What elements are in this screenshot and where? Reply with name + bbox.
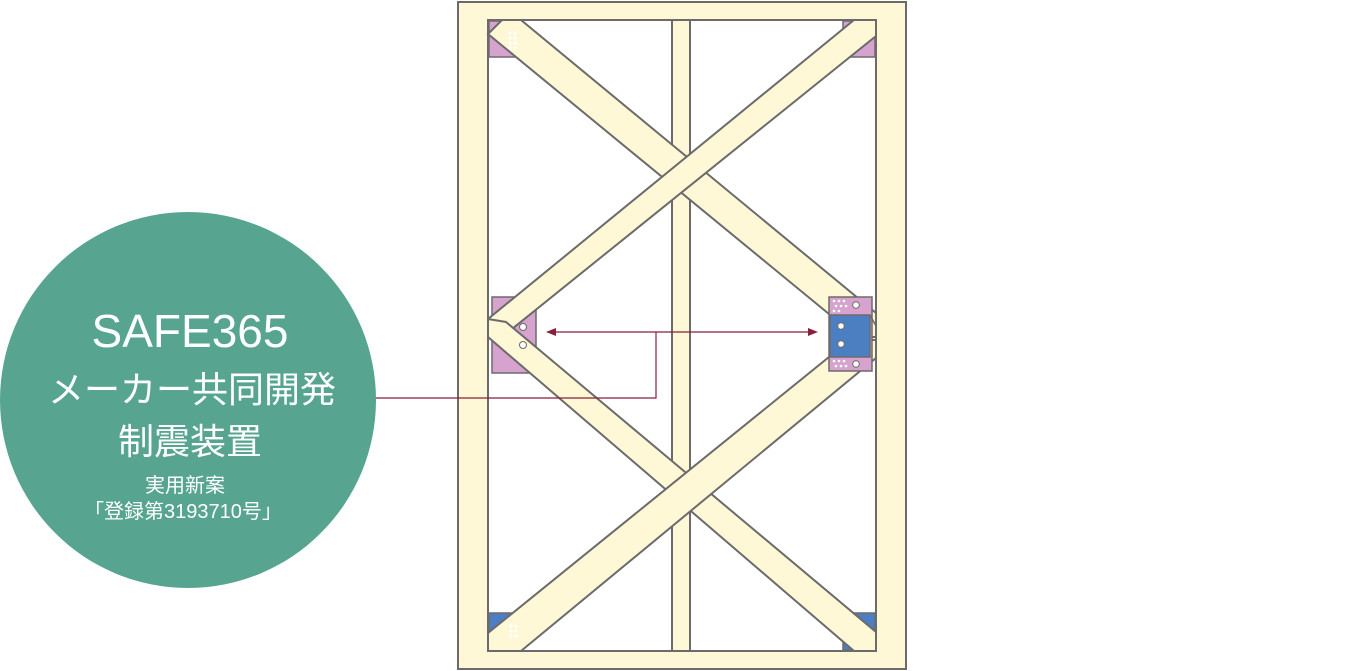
- bolts-bottom-left: [509, 624, 518, 638]
- damper-device: [828, 296, 877, 372]
- arrow-head-right: [808, 328, 818, 336]
- damper-edge: [869, 314, 877, 327]
- damper-block-blue: [829, 314, 871, 358]
- brace-right-middle-to-bottom-left: [487, 339, 877, 652]
- bolt-holes: [508, 31, 860, 638]
- bolts-damper-small: [832, 299, 848, 368]
- bolts-damper: [837, 301, 860, 368]
- safe365-badge: SAFE365 メーカー共同開発 制震装置 実用新案 「登録第3193710号」: [0, 212, 376, 588]
- callout: [375, 328, 818, 399]
- leader-line: [375, 332, 657, 399]
- badge-note1: 実用新案: [145, 474, 225, 497]
- bolts-left-plate: [519, 323, 527, 349]
- badge-line1: メーカー共同開発: [48, 369, 336, 410]
- arrow-head-left: [546, 328, 556, 336]
- badge-title: SAFE365: [92, 305, 289, 357]
- braces: [486, 19, 877, 652]
- bolts-top-left: [508, 31, 517, 50]
- badge-note2: 「登録第3193710号」: [84, 500, 282, 523]
- center-stud: [671, 19, 691, 652]
- badge-circle: [0, 212, 376, 588]
- badge-line2: 制震装置: [118, 421, 262, 462]
